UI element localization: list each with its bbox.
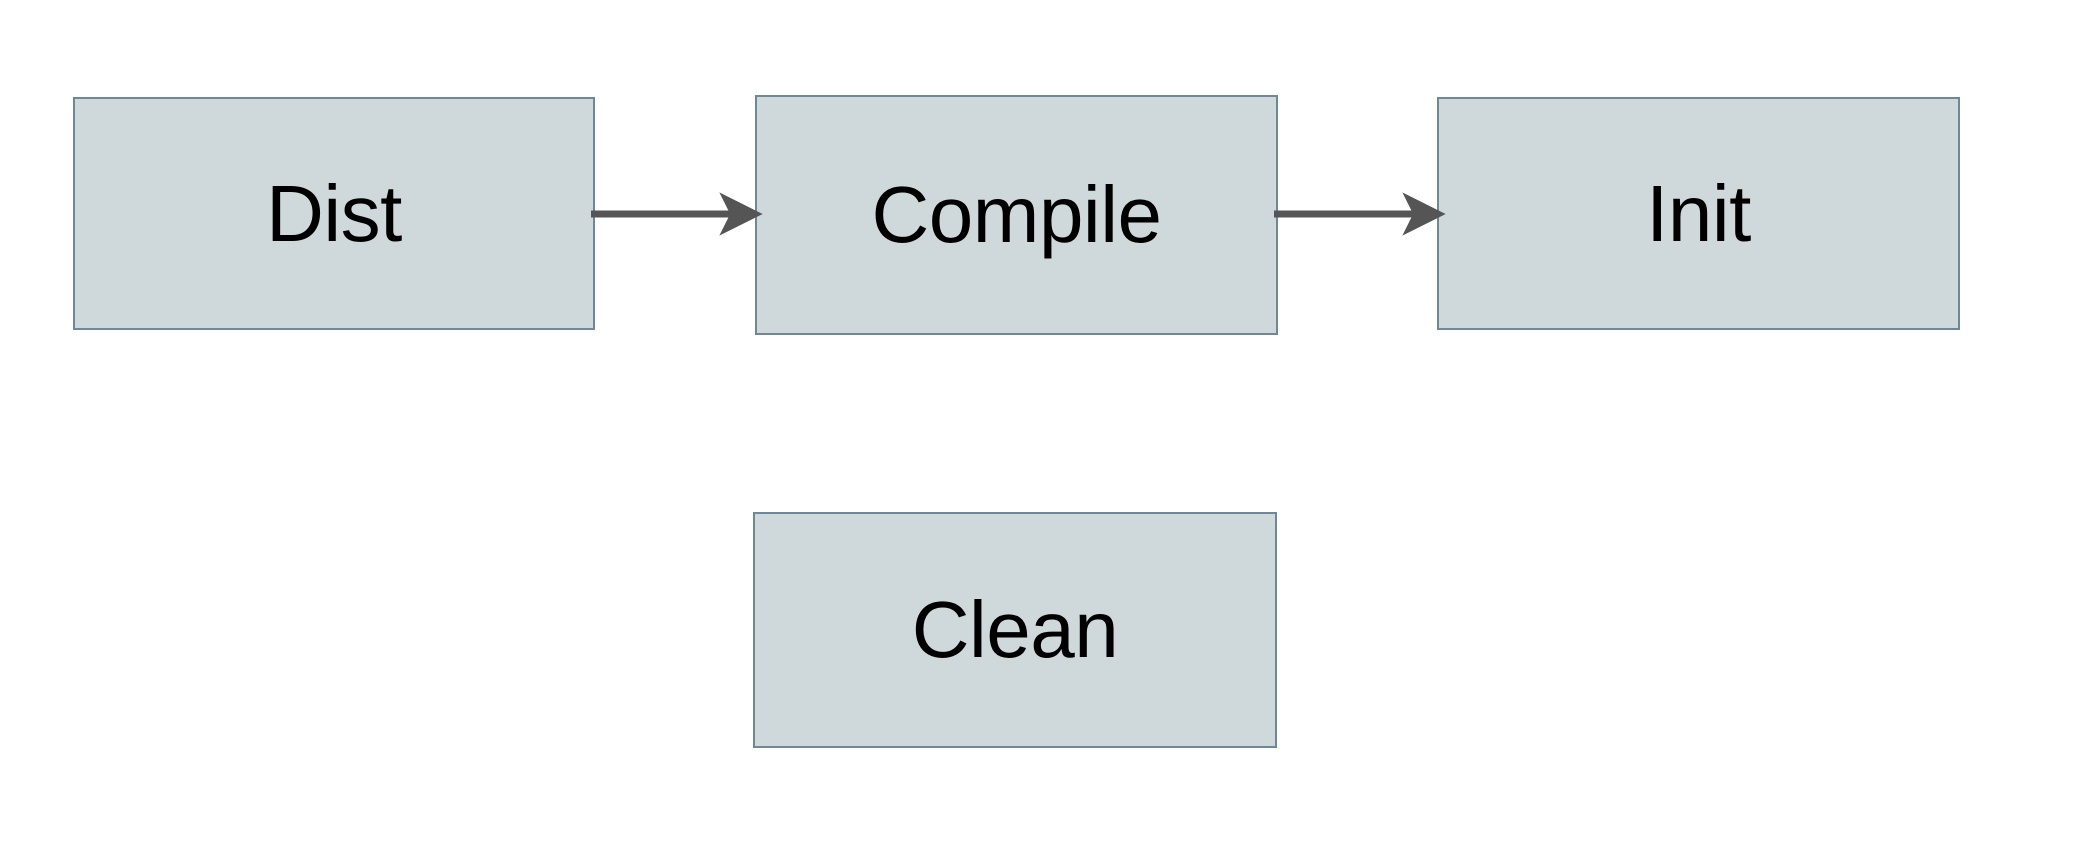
node-compile-label: Compile bbox=[871, 170, 1162, 259]
node-compile[interactable]: Compile bbox=[755, 95, 1278, 335]
node-clean-label: Clean bbox=[911, 585, 1119, 674]
arrow-icon bbox=[591, 192, 763, 236]
arrow-icon bbox=[1274, 192, 1446, 236]
edge-dist-to-compile[interactable] bbox=[591, 183, 763, 245]
node-dist[interactable]: Dist bbox=[73, 97, 595, 330]
node-init-label: Init bbox=[1646, 168, 1751, 258]
node-init[interactable]: Init bbox=[1437, 97, 1960, 330]
node-clean[interactable]: Clean bbox=[753, 512, 1277, 748]
node-dist-label: Dist bbox=[266, 168, 402, 258]
edge-compile-to-init[interactable] bbox=[1274, 183, 1446, 245]
